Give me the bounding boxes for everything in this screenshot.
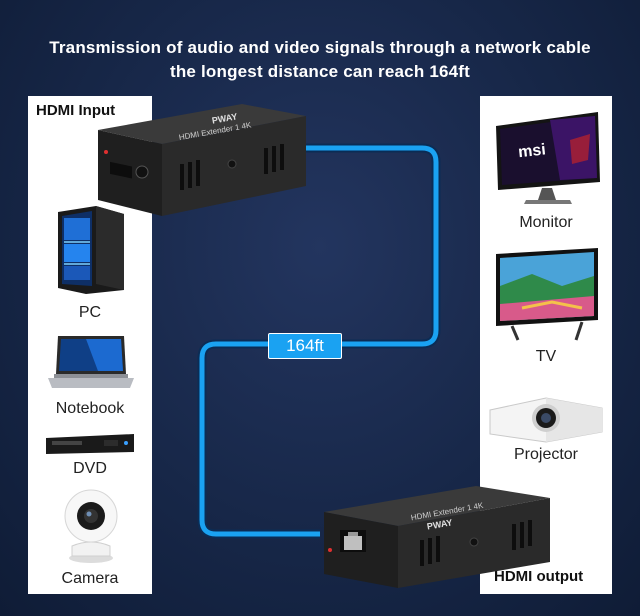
pc-tower-icon [58, 206, 124, 294]
receiver-vent-slots-icon [420, 520, 532, 566]
device-label-projector: Projector [513, 446, 579, 463]
device-label-pc: PC [78, 304, 102, 321]
monitor-brand-text: msi [517, 141, 546, 161]
dvd-player-icon [46, 434, 134, 454]
cable-distance-badge: 164ft [268, 333, 342, 359]
tv-icon [496, 248, 598, 341]
security-camera-icon [64, 489, 118, 563]
hdmi-transmitter-box: HDMI Extender 1 4K PWAY [98, 104, 306, 216]
status-led-icon [104, 150, 108, 154]
projector-icon [489, 397, 603, 443]
device-label-monitor: Monitor [519, 214, 573, 231]
headline-line-1: Transmission of audio and video signals … [49, 38, 591, 57]
vent-slots-icon [180, 144, 284, 190]
receiver-led-icon [328, 548, 332, 552]
receiver-brand-text: PWAY [426, 517, 453, 531]
device-label-notebook: Notebook [55, 400, 125, 417]
device-label-camera: Camera [61, 570, 119, 587]
device-label-tv: TV [535, 348, 557, 365]
headline-line-2: the longest distance can reach 164ft [169, 62, 471, 81]
hdmi-port-icon [110, 161, 132, 179]
input-panel-title: HDMI Input [36, 102, 116, 119]
laptop-icon [48, 336, 134, 388]
monitor-icon: msi [496, 112, 600, 204]
power-port-icon [135, 165, 149, 179]
device-label-dvd: DVD [73, 460, 107, 477]
hdmi-receiver-box: HDMI Extender 1 4K PWAY [324, 486, 550, 588]
output-panel-title: HDMI output [494, 568, 584, 585]
headline: Transmission of audio and video signals … [0, 36, 640, 84]
transmitter-brand-text: PWAY [211, 111, 238, 125]
